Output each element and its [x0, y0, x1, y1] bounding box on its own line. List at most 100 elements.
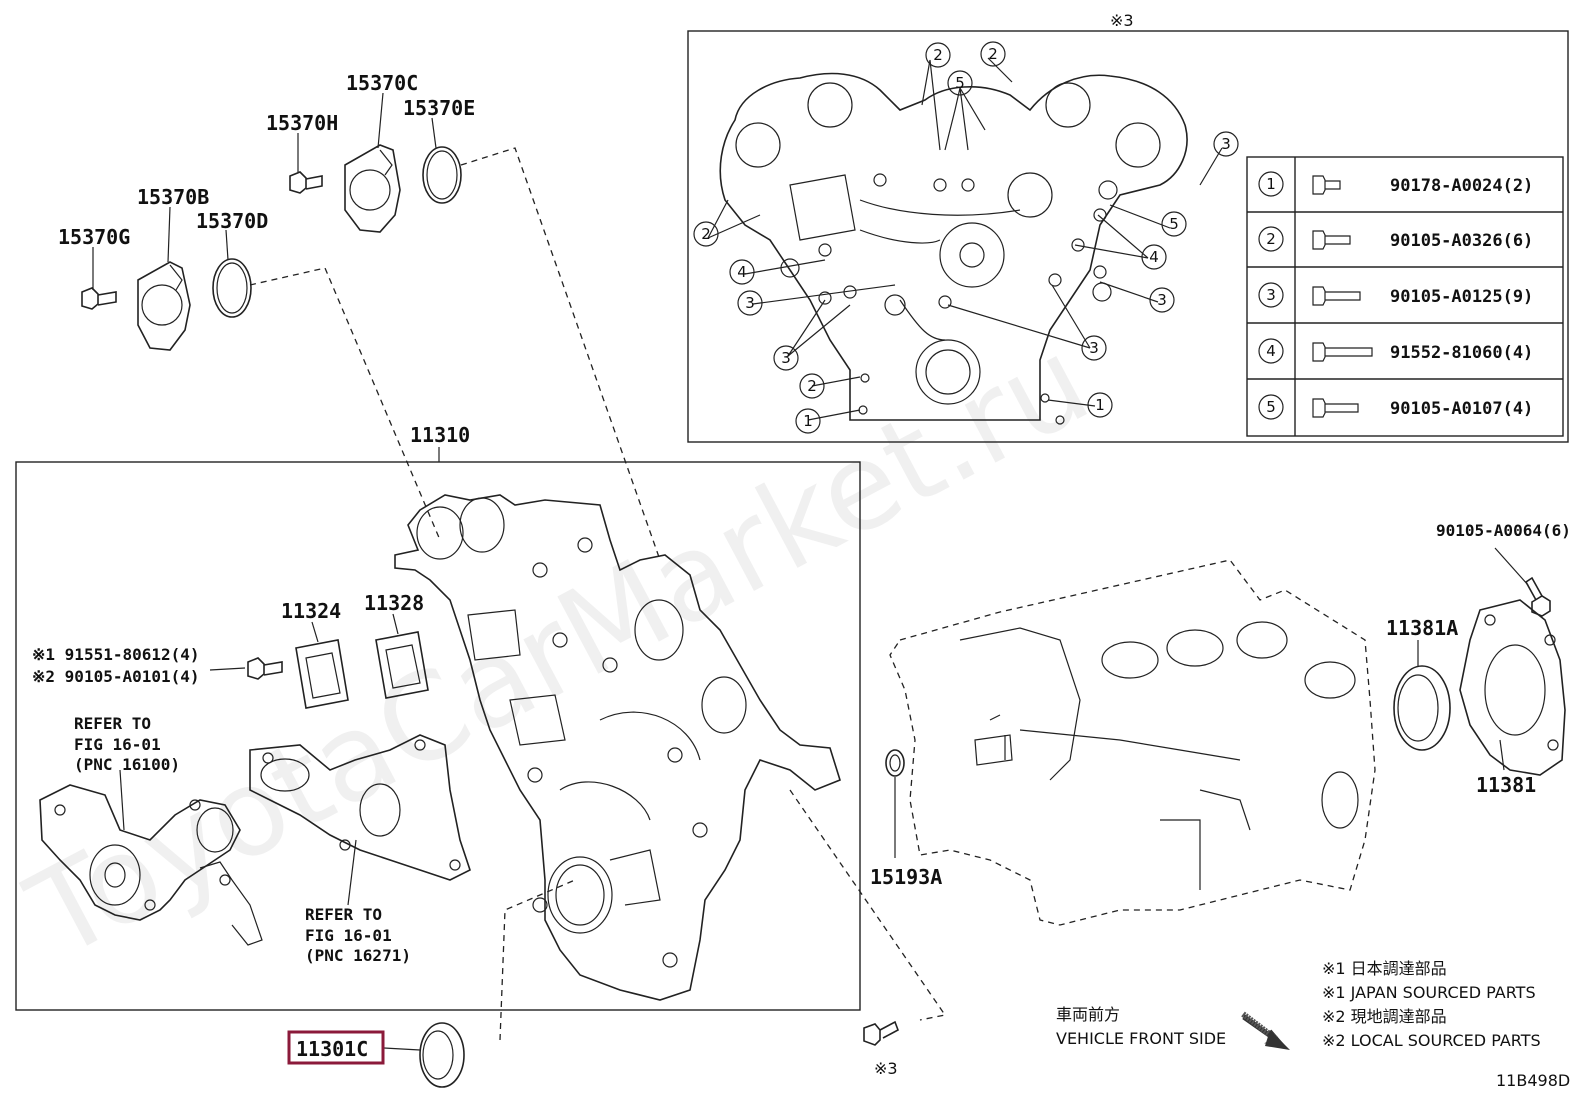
label-11381A: 11381A	[1386, 616, 1458, 640]
svg-text:90105-A0326(6): 90105-A0326(6)	[1390, 231, 1533, 251]
bottom-bolt-drawing	[863, 1020, 899, 1046]
assembly-dashed-lines	[249, 147, 947, 1041]
bolt-table-row-3: 3 90105-A0125(9)	[1258, 282, 1533, 308]
figure-id: 11B498D	[1496, 1071, 1570, 1090]
legend-2-en: ※2 LOCAL SOURCED PARTS	[1322, 1031, 1541, 1050]
part-11381-retainer-drawing	[1459, 599, 1566, 776]
label-15193A: 15193A	[870, 865, 942, 889]
label-15370G: 15370G	[58, 225, 130, 249]
legend-1-en: ※1 JAPAN SOURCED PARTS	[1322, 983, 1536, 1002]
svg-text:5: 5	[1169, 215, 1179, 233]
part-11301C-oil-seal-drawing	[383, 1022, 465, 1088]
detail-callout-2: 2	[980, 41, 1006, 67]
label-11324: 11324	[281, 599, 341, 623]
detail-callout-2: 2	[925, 42, 951, 68]
bolt-note-2: ※2 90105-A0101(4)	[32, 667, 200, 686]
detail-callout-3: 3	[1149, 287, 1175, 313]
svg-text:1: 1	[803, 412, 813, 430]
main-assembly-box	[15, 461, 861, 1011]
detail-callout-1: 1	[795, 408, 821, 434]
label-11301C[interactable]: 11301C	[296, 1037, 368, 1061]
svg-text:3: 3	[1089, 339, 1099, 357]
svg-text:3: 3	[745, 294, 755, 312]
detail-callout-5: 5	[1161, 211, 1187, 237]
bottom-bolt-marker: ※3	[874, 1059, 898, 1078]
detail-callout-2: 2	[799, 373, 825, 399]
direction-jp: 車両前方	[1056, 1005, 1120, 1024]
svg-text:90105-A0107(4): 90105-A0107(4)	[1390, 399, 1533, 419]
legend-2-jp: ※2 現地調達部品	[1322, 1007, 1447, 1026]
svg-text:5: 5	[955, 74, 965, 92]
legend-1-jp: ※1 日本調達部品	[1322, 959, 1447, 978]
svg-text:2: 2	[933, 46, 943, 64]
label-15370H: 15370H	[266, 111, 338, 135]
svg-text:4: 4	[737, 263, 747, 281]
part-15370B-cover-drawing	[137, 261, 191, 351]
bolt-table: 1 90178-A0024(2) 2 90105-A0326(6) 3 9010…	[1246, 156, 1564, 437]
detail-callout-2: 2	[693, 221, 719, 247]
svg-text:3: 3	[1221, 135, 1231, 153]
bolt-table-row-2: 2 90105-A0326(6)	[1258, 226, 1533, 252]
svg-text:2: 2	[1266, 230, 1276, 248]
label-15370E: 15370E	[403, 96, 475, 120]
refer-1-line1: REFER TO	[74, 714, 151, 733]
svg-text:3: 3	[781, 349, 791, 367]
part-15193A-plug-drawing	[885, 749, 905, 858]
detail-leader-lines	[707, 57, 1223, 421]
detail-callout-5: 5	[947, 70, 973, 96]
svg-text:5: 5	[1266, 398, 1276, 416]
svg-text:2: 2	[807, 377, 817, 395]
bolt-note-1: ※1 91551-80612(4)	[32, 645, 200, 664]
water-pump-gasket-drawing	[249, 734, 471, 906]
part-15370E-o-ring-drawing	[422, 146, 462, 204]
part-11324-gasket-drawing	[295, 639, 349, 709]
timing-chain-cover-drawing	[394, 494, 841, 1001]
detail-marker: ※3	[1110, 11, 1134, 30]
svg-text:1: 1	[1095, 396, 1105, 414]
label-11381: 11381	[1476, 773, 1536, 797]
detail-box	[687, 30, 1569, 443]
part-11328-gasket-drawing	[375, 631, 429, 699]
detail-callout-4: 4	[729, 259, 755, 285]
label-90105-A0064: 90105-A0064(6)	[1436, 521, 1571, 540]
label-15370C: 15370C	[346, 71, 418, 95]
refer-1-line2: FIG 16-01	[74, 735, 161, 754]
label-15370D: 15370D	[196, 209, 268, 233]
direction-en: VEHICLE FRONT SIDE	[1056, 1029, 1226, 1048]
front-direction-arrow-icon	[1241, 1011, 1290, 1050]
detail-callout-4: 4	[1141, 244, 1167, 270]
detail-callouts: 2 2 5 3 2 5 4 3 4 3 3 3 2 1 1	[693, 41, 1239, 434]
part-15370H-bolt-drawing	[289, 171, 323, 194]
bolt-90105-A0064-drawing	[1494, 547, 1551, 617]
refer-2-line2: FIG 16-01	[305, 926, 392, 945]
bolt-table-row-1: 1 90178-A0024(2)	[1258, 171, 1533, 197]
svg-text:3: 3	[1157, 291, 1167, 309]
bolt-91551-drawing	[209, 657, 283, 680]
svg-text:1: 1	[1266, 175, 1276, 193]
bolt-table-row-4: 4 91552-81060(4)	[1258, 338, 1533, 364]
detail-callout-3: 3	[773, 345, 799, 371]
detail-callout-1: 1	[1087, 392, 1113, 418]
svg-text:2: 2	[701, 225, 711, 243]
top-left-leader-lines	[92, 92, 437, 290]
svg-text:90105-A0125(9): 90105-A0125(9)	[1390, 287, 1533, 307]
refer-2-line3: (PNC 16271)	[305, 946, 411, 965]
svg-text:3: 3	[1266, 286, 1276, 304]
svg-text:4: 4	[1149, 248, 1159, 266]
part-15370D-o-ring-drawing	[212, 258, 252, 318]
detail-callout-3: 3	[1213, 131, 1239, 157]
part-15370G-bolt-drawing	[81, 287, 117, 310]
label-11328: 11328	[364, 591, 424, 615]
label-11310: 11310	[410, 423, 470, 447]
detail-callout-3: 3	[737, 290, 763, 316]
cylinder-block-drawing	[889, 559, 1376, 926]
refer-1-line3: (PNC 16100)	[74, 755, 180, 774]
svg-text:4: 4	[1266, 342, 1276, 360]
highlight-box-11301C[interactable]	[287, 1030, 385, 1065]
svg-text:91552-81060(4): 91552-81060(4)	[1390, 343, 1533, 363]
label-15370B: 15370B	[137, 185, 209, 209]
detail-callout-3: 3	[1081, 335, 1107, 361]
svg-text:90178-A0024(2): 90178-A0024(2)	[1390, 176, 1533, 196]
water-pump-drawing	[39, 769, 263, 946]
